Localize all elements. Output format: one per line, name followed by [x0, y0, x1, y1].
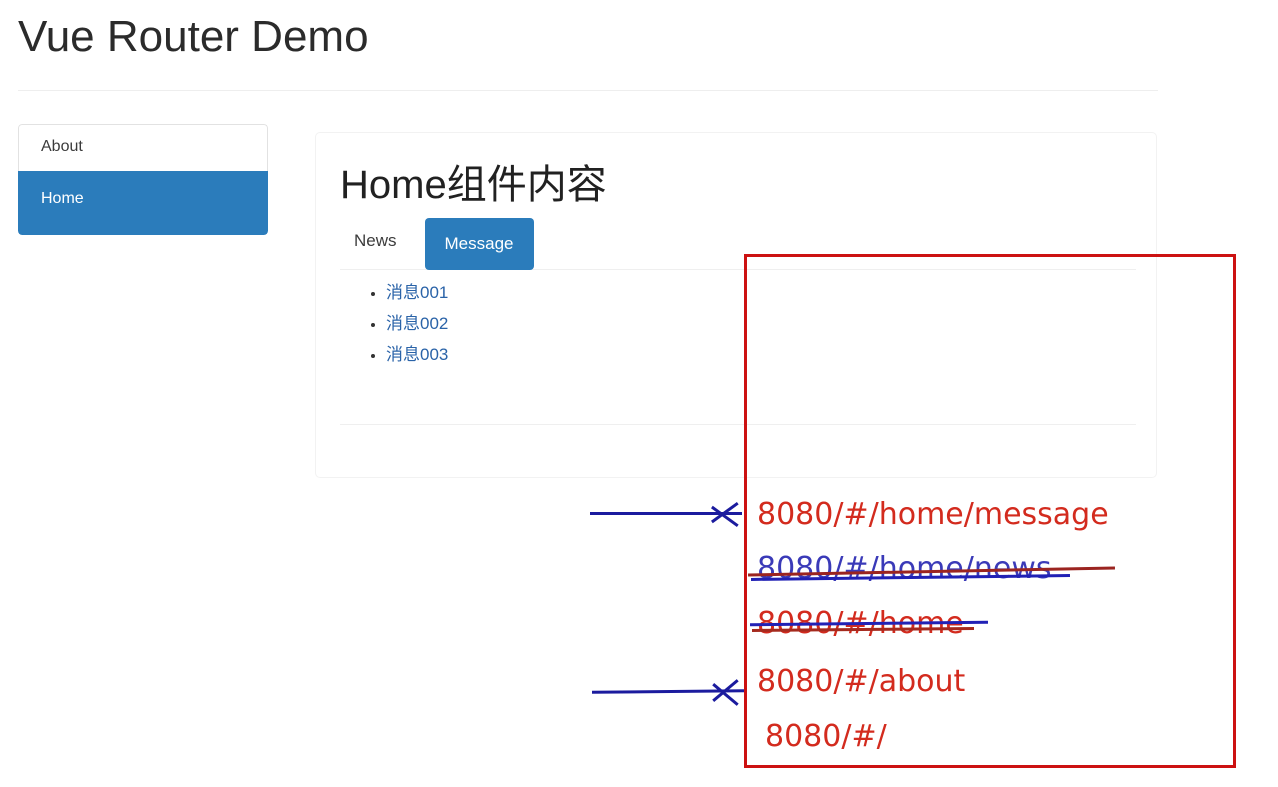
- strikethrough-home-news-blue: [750, 574, 1071, 581]
- list-item: 消息001: [386, 280, 1132, 306]
- list-item: 消息002: [386, 311, 1132, 337]
- sidebar-item-about[interactable]: About: [18, 124, 268, 171]
- annotation-url-home: 8080/#/home: [757, 606, 964, 641]
- tab-news[interactable]: News: [340, 222, 411, 260]
- annotation-arrow-line-about: [591, 689, 745, 694]
- tab-message[interactable]: Message: [424, 218, 534, 270]
- annotation-url-about: 8080/#/about: [757, 664, 966, 699]
- page-header: Vue Router Demo: [18, 8, 1158, 66]
- annotation-url-root: 8080/#/: [765, 719, 887, 754]
- sidebar-item-about-label: About: [41, 138, 83, 155]
- list-item: 消息003: [386, 342, 1132, 368]
- content-panel: Home组件内容 News Message 消息001 消息002 消息003: [315, 132, 1157, 478]
- message-list: 消息001 消息002 消息003: [340, 280, 1132, 368]
- message-link-003[interactable]: 消息003: [386, 345, 449, 364]
- sidebar-nav-list: About Home: [18, 124, 268, 235]
- tab-bar: News Message: [340, 215, 1132, 270]
- tabs-divider: [340, 269, 1136, 270]
- annotation-arrow-line-message: [590, 512, 742, 515]
- strikethrough-home-blue: [749, 620, 989, 627]
- sidebar-item-home-label: Home: [41, 190, 84, 207]
- message-link-001[interactable]: 消息001: [386, 283, 449, 302]
- strikethrough-home-red: [751, 627, 975, 632]
- page-title: Vue Router Demo: [18, 12, 369, 61]
- strikethrough-home-news-red: [748, 566, 1115, 577]
- tab-news-label: News: [354, 231, 397, 250]
- panel-heading: Home组件内容: [340, 163, 607, 207]
- content-divider: [340, 424, 1136, 425]
- message-link-002[interactable]: 消息002: [386, 314, 449, 333]
- panel-body: Home组件内容 News Message 消息001 消息002 消息003: [316, 133, 1156, 368]
- annotation-url-home-news: 8080/#/home/news: [757, 551, 1052, 586]
- tab-message-label: Message: [444, 234, 514, 253]
- header-divider: [18, 90, 1158, 91]
- annotation-url-home-message: 8080/#/home/message: [757, 497, 1109, 532]
- sidebar-item-home[interactable]: Home: [18, 171, 268, 235]
